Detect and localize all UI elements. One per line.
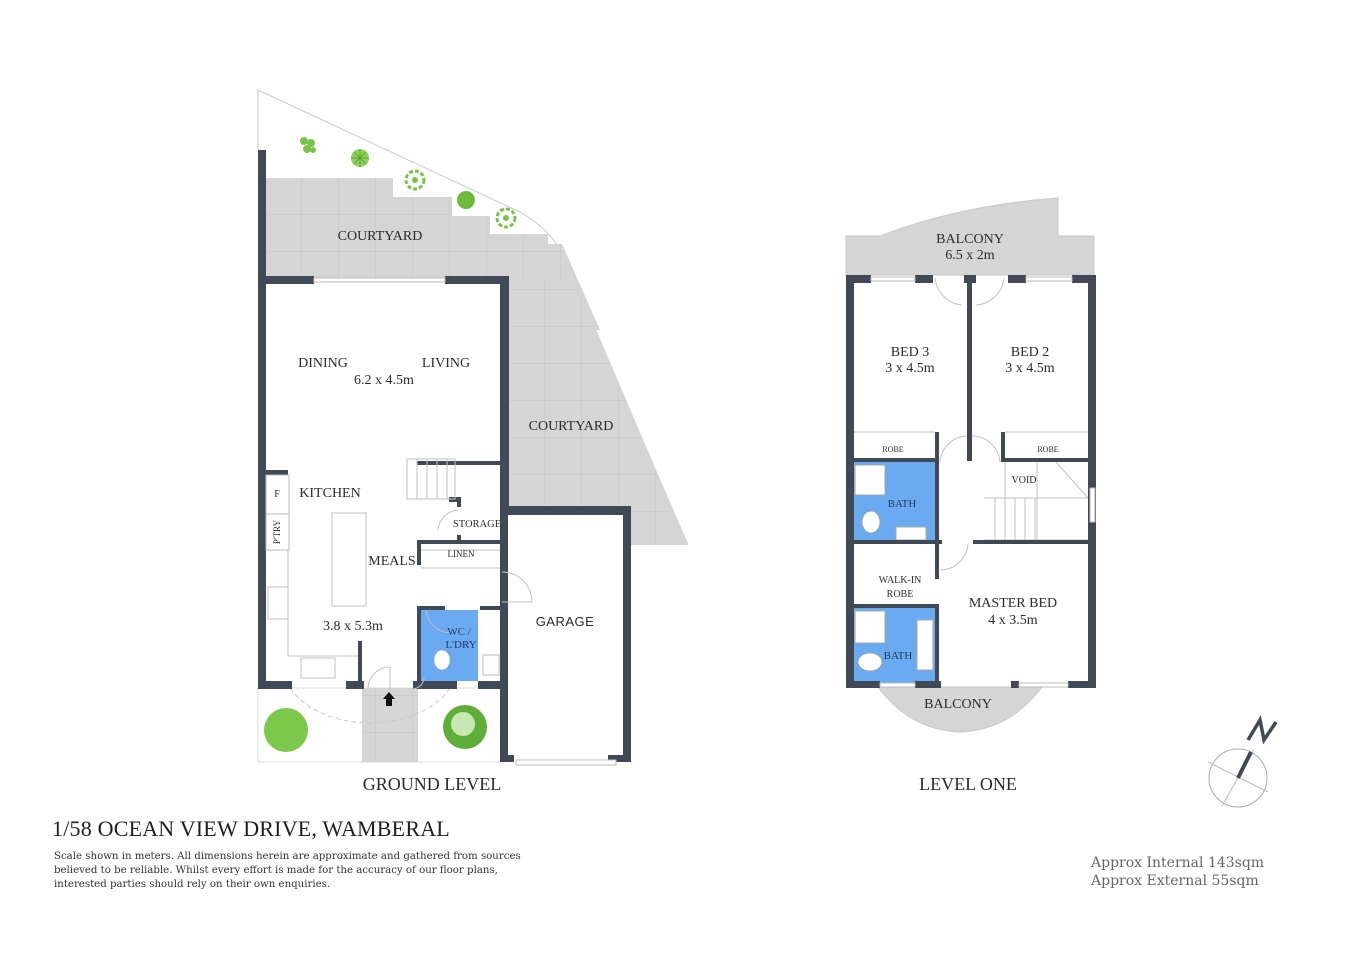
label-garage: GARAGE <box>536 614 595 629</box>
label-robe-left: ROBE <box>882 445 903 454</box>
label-bed3: BED 3 <box>891 345 930 360</box>
label-pantry: P'TRY <box>272 519 282 544</box>
kitchen-island <box>331 512 367 607</box>
cooktop-icon <box>267 586 289 620</box>
internal-area: Approx Internal 143sqm <box>1091 855 1265 871</box>
label-kitchen: KITCHEN <box>299 486 360 501</box>
scale-disclaimer: Scale shown in meters. All dimensions he… <box>54 851 521 890</box>
toilet-icon <box>857 652 883 672</box>
level-one-plan <box>845 197 1096 733</box>
label-master-bed: MASTER BED <box>969 596 1057 611</box>
sink-icon <box>300 657 336 679</box>
pantry <box>265 513 290 551</box>
palm-icon <box>351 149 369 167</box>
level-one-title: LEVEL ONE <box>919 774 1017 794</box>
stairs-void <box>984 461 1090 541</box>
door-swings <box>934 277 1005 571</box>
label-robe-right: ROBE <box>1037 445 1058 454</box>
plant-icon <box>300 137 316 153</box>
label-living: LIVING <box>422 356 470 371</box>
plant-icons <box>300 137 517 229</box>
label-balcony-top-dims: 6.5 x 2m <box>945 248 995 263</box>
label-meals: MEALS <box>368 554 415 569</box>
label-courtyard-side: COURTYARD <box>529 419 614 434</box>
toilet-icon <box>861 510 881 534</box>
level-one-walls <box>846 275 1096 688</box>
ground-level-title: GROUND LEVEL <box>363 774 501 794</box>
label-void: VOID <box>1012 475 1037 486</box>
door-swings <box>367 509 533 690</box>
area-summary: Approx Internal 143sqm Approx External 5… <box>1091 854 1264 890</box>
toilet-icon <box>433 649 451 671</box>
stairs <box>406 458 456 500</box>
label-dining: DINING <box>298 356 348 371</box>
balcony-bottom-fill <box>877 686 1043 733</box>
label-linen: LINEN <box>448 549 475 559</box>
label-storage: STORAGE <box>453 519 501 530</box>
ground-level-plan <box>257 89 689 766</box>
label-master-dims: 4 x 3.5m <box>988 613 1038 628</box>
label-fridge: F <box>274 489 280 500</box>
label-walkin-robe-1: WALK-IN <box>879 575 922 586</box>
label-bath-ensuite: BATH <box>884 650 913 662</box>
courtyard-side-paving <box>508 280 688 545</box>
label-bath-upper: BATH <box>888 498 917 510</box>
bush-icon <box>457 191 475 209</box>
label-kitchen-dims: 3.8 x 5.3m <box>323 619 383 634</box>
label-bed3-dims: 3 x 4.5m <box>885 361 935 376</box>
shrub-icon <box>495 207 517 229</box>
label-courtyard-top: COURTYARD <box>338 229 423 244</box>
entry-arrow-icon <box>383 692 395 706</box>
label-walkin-robe-2: ROBE <box>887 589 914 600</box>
balcony-top-fill <box>845 197 1095 276</box>
shrub-icon <box>404 169 426 191</box>
north-arrow-icon <box>1207 715 1278 808</box>
label-bed2-dims: 3 x 4.5m <box>1005 361 1055 376</box>
windows <box>870 276 1096 688</box>
label-laundry: L'DRY <box>445 639 476 651</box>
label-bed2: BED 2 <box>1011 345 1050 360</box>
label-balcony-top: BALCONY <box>936 232 1004 247</box>
label-dining-living-dims: 6.2 x 4.5m <box>354 373 414 388</box>
external-area: Approx External 55sqm <box>1091 873 1259 889</box>
label-wc: WC / <box>447 626 471 638</box>
label-balcony-bottom: BALCONY <box>924 697 992 712</box>
tree-icon <box>264 708 308 752</box>
property-address-title: 1/58 OCEAN VIEW DRIVE, WAMBERAL <box>52 816 450 841</box>
